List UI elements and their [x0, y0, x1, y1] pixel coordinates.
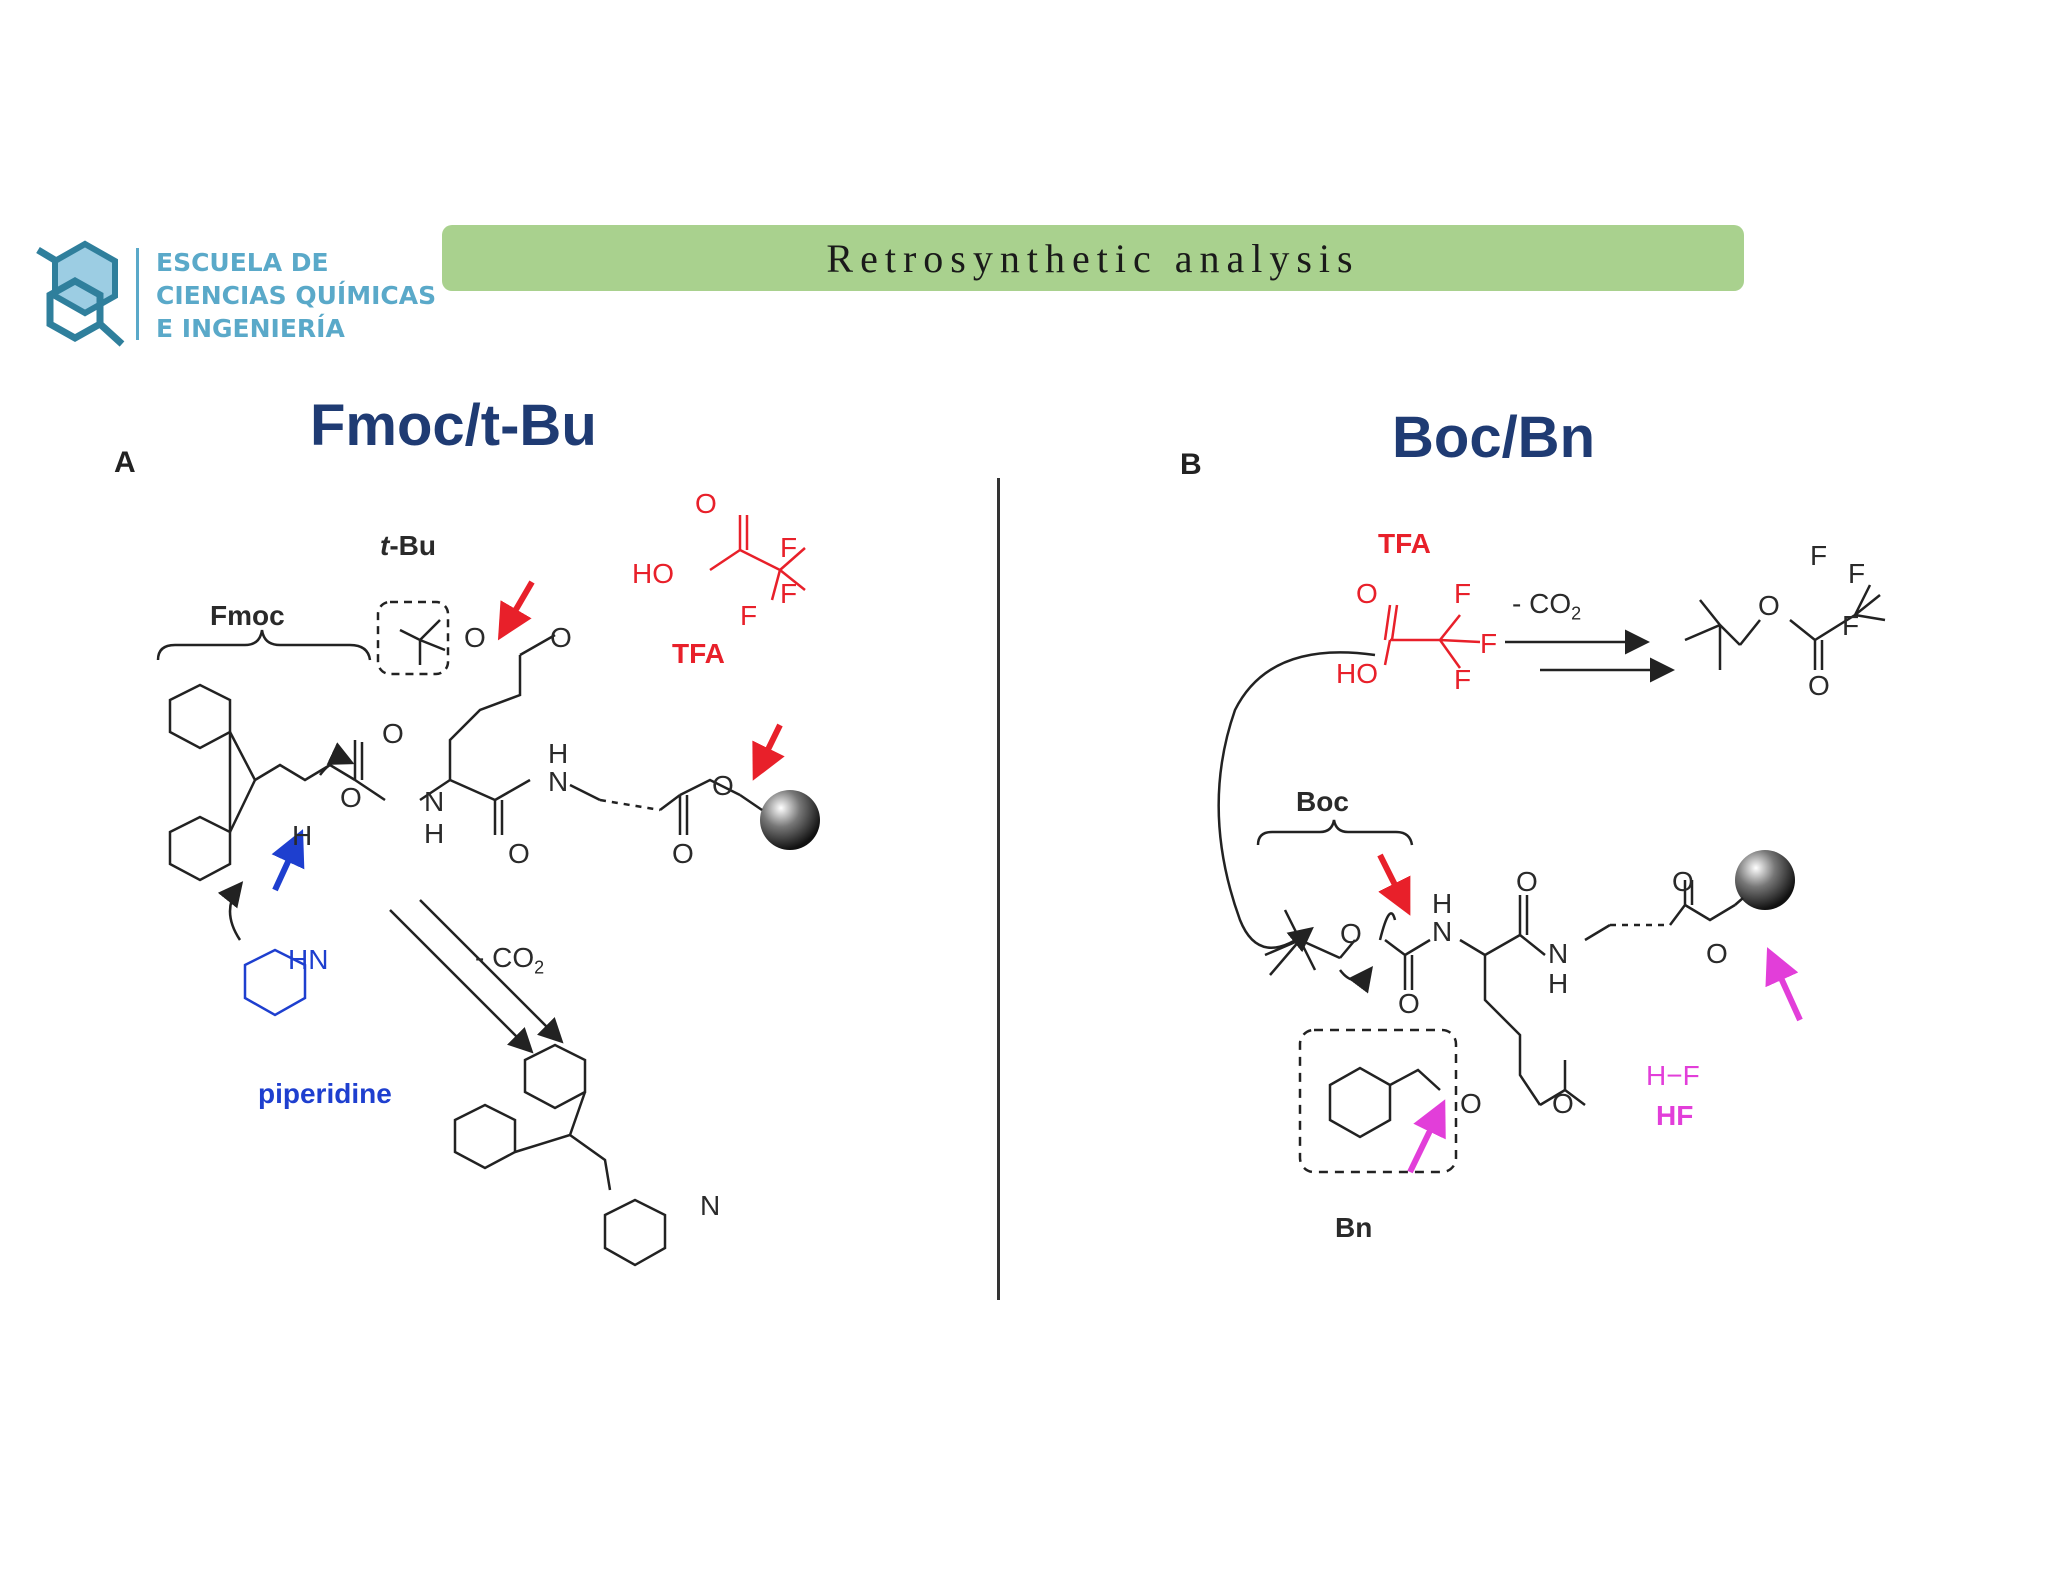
- bn-ester-o-label: O: [1460, 1088, 1482, 1119]
- tfa-f3-label-a: F: [740, 600, 758, 631]
- panel-b-scheme: [1217, 584, 1886, 1174]
- page-title: Retrosynthetic analysis: [826, 235, 1360, 281]
- hf-label: HF: [1656, 1100, 1694, 1131]
- hf-bond-label: H−F: [1646, 1060, 1700, 1091]
- boc-cleavage-arrow: [1377, 853, 1411, 916]
- resin-bead-icon: [760, 790, 820, 850]
- amide2-n-label-b: N: [1548, 938, 1569, 969]
- resin-cleavage-arrow: [752, 723, 785, 781]
- logo-line-2: CIENCIAS QUÍMICAS: [156, 281, 437, 310]
- amide-carbonyl-o-label-a: O: [508, 838, 530, 869]
- co2-label-a: - CO2: [475, 942, 545, 978]
- panel-b-title: Boc/Bn: [1392, 405, 1595, 470]
- fluorene-ring-bottom: [168, 815, 232, 882]
- tfa-f1-label-b: F: [1454, 578, 1472, 609]
- co2-label-b: - CO2: [1512, 588, 1582, 624]
- fmoc-brace: [156, 629, 372, 661]
- tfa-o-label-b: O: [1356, 578, 1378, 609]
- boc-carbonyl-o-label: O: [1398, 988, 1420, 1019]
- bn-carbonyl-o-label: O: [1552, 1088, 1574, 1119]
- tfa-f2-label-a: F: [780, 578, 798, 609]
- linker-o-label-a: O: [672, 838, 694, 869]
- resin-hf-arrow: [1765, 947, 1803, 1022]
- amide2-h-label-b: H: [1548, 968, 1569, 999]
- fmoc-label: Fmoc: [210, 600, 285, 631]
- logo-divider: [136, 248, 139, 340]
- tfa-structure-b: [1383, 604, 1481, 669]
- tfa-ho-label-b: HO: [1336, 658, 1378, 689]
- logo-text: ESCUELA DE CIENCIAS QUÍMICAS E INGENIERÍ…: [156, 246, 436, 345]
- tfa-f1-label-a: F: [780, 532, 798, 563]
- panel-a-scheme: [156, 515, 820, 1267]
- tfa-f3-label-b: F: [1454, 664, 1472, 695]
- product-f1-label-b: F: [1810, 540, 1828, 571]
- boc-o-label: O: [1340, 918, 1362, 949]
- school-logo-icon: [36, 240, 125, 347]
- tfa-o-label-a: O: [695, 488, 717, 519]
- amide2-n-label-a: N: [548, 766, 569, 797]
- base-attack-arrow: [271, 829, 305, 892]
- resin-bead-b-icon: [1735, 850, 1795, 910]
- amide-n-label-a: N: [424, 786, 445, 817]
- resin-o-label-b: O: [1706, 938, 1728, 969]
- tfa-f2-label-b: F: [1480, 628, 1498, 659]
- tfa-label-b: TFA: [1378, 528, 1431, 559]
- logo-line-1: ESCUELA DE: [156, 248, 329, 277]
- panel-b-letter: B: [1180, 448, 1202, 481]
- piperidine-hn-label: HN: [288, 944, 329, 975]
- carbamate-o2-label: O: [340, 782, 362, 813]
- panel-a-letter: A: [114, 446, 136, 479]
- tfa-structure-a: [709, 515, 806, 601]
- ester-o-label: O: [464, 622, 486, 653]
- panel-a-title: Fmoc/t-Bu: [310, 393, 597, 458]
- tfa-ho-label-a: HO: [632, 558, 674, 589]
- amide-carbonyl-o-label-b: O: [1516, 866, 1538, 897]
- product-o2-label-b: O: [1808, 670, 1830, 701]
- product-f2-label-b: F: [1848, 558, 1866, 589]
- product-f3-label-b: F: [1842, 610, 1860, 641]
- amide2-h-label-a: H: [548, 738, 569, 769]
- amide-n-label-b: N: [1432, 916, 1453, 947]
- amide-h-label-a: H: [424, 818, 445, 849]
- ester-carbonyl-o-label: O: [550, 622, 572, 653]
- tfa-label-a: TFA: [672, 638, 725, 669]
- fluorenyl-h-label: H: [292, 820, 313, 851]
- panel-divider: [997, 478, 1000, 1300]
- product-o-label-b: O: [1758, 590, 1780, 621]
- title-banner: Retrosynthetic analysis: [442, 225, 1744, 291]
- carbamate-o-label: O: [382, 718, 404, 749]
- resin-o-label-a: O: [712, 770, 734, 801]
- tbu-cleavage-arrow: [497, 580, 535, 641]
- linker-o-label-b: O: [1672, 866, 1694, 897]
- product-n-label: N: [700, 1190, 721, 1221]
- logo-line-3: E INGENIERÍA: [156, 314, 345, 343]
- piperidine-label: piperidine: [258, 1078, 392, 1109]
- fluorene-ring-top: [168, 683, 232, 750]
- bn-label: Bn: [1335, 1212, 1373, 1243]
- bn-hf-arrow: [1407, 1099, 1446, 1174]
- tbu-label: t-Bu: [380, 530, 436, 561]
- amide-h-label-b: H: [1432, 888, 1453, 919]
- boc-label: Boc: [1296, 786, 1349, 817]
